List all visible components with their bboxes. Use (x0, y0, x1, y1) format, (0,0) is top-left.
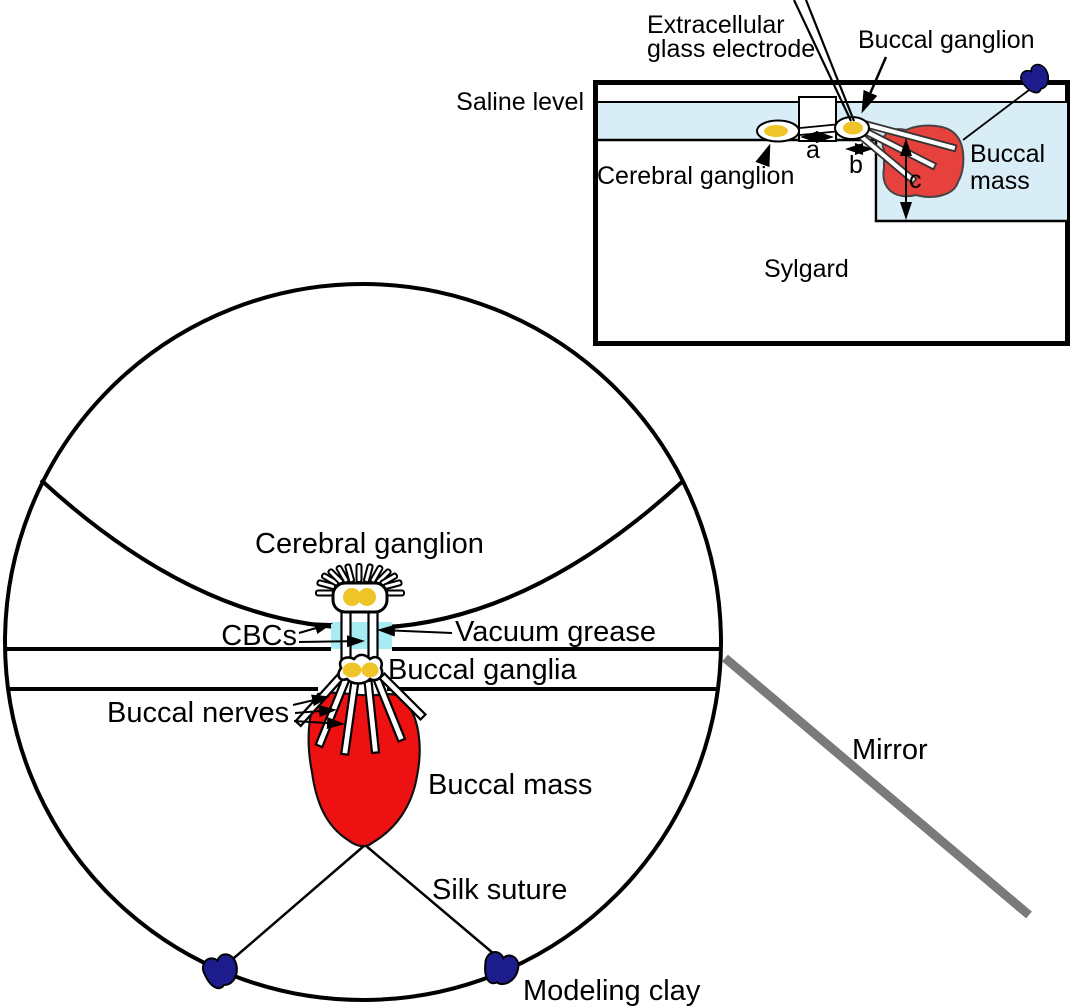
vacuum-grease-arrow (377, 624, 453, 637)
basin-step-outline (874, 140, 1067, 223)
buccal-ganglion-core (843, 121, 863, 135)
nerve-stub (315, 589, 335, 597)
buccal-ganglion-lobe (342, 662, 362, 678)
label-cerebral-ganglion-inset: Cerebral ganglion (597, 162, 794, 190)
cerebral-ganglion-lobe (343, 588, 361, 606)
label-electrode-line2: glass electrode (647, 35, 815, 63)
vacuum-grease-band (331, 622, 392, 649)
nerve-stub (385, 589, 405, 597)
label-saline-level: Saline level (456, 88, 584, 116)
silk-suture-left (226, 844, 366, 965)
label-silk-suture: Silk suture (432, 874, 567, 906)
cerebral-ganglion-core (764, 125, 788, 137)
buccal-mass-blob (307, 691, 421, 848)
cerebral-ganglion-label-arrow (755, 143, 771, 168)
label-buccal-nerves: Buccal nerves (107, 697, 289, 729)
cbc-line-upper (799, 123, 842, 129)
suture-line-inset (962, 86, 1034, 141)
modeling-clay-right (479, 948, 522, 990)
label-buccal-mass-dish: Buccal mass (428, 769, 592, 801)
label-cbcs: CBCs (221, 620, 297, 652)
buccal-nerves-arrow-1 (292, 694, 330, 707)
label-sylgard: Sylgard (764, 255, 849, 283)
glass-electrode-edge-left (793, 0, 852, 122)
label-buccal-mass-line1: Buccal (970, 140, 1045, 168)
label-buccal-mass-line2: mass (970, 167, 1030, 195)
buccal-nerves-arrow-2 (294, 705, 337, 718)
label-electrode-line1: Extracellular (647, 11, 785, 39)
glass-electrode-edge-right (804, 0, 856, 122)
label-modeling-clay: Modeling clay (523, 975, 701, 1006)
buccal-nerves-arrow-3 (293, 717, 345, 730)
label-dim-a: a (806, 136, 820, 164)
nerve-stub (355, 563, 363, 583)
label-cerebral-ganglion-dish: Cerebral ganglion (255, 528, 484, 560)
cbcs-arrow-lower (298, 635, 365, 648)
cerebral-ganglion-lobe (358, 588, 376, 606)
cbc-strip-right (367, 608, 379, 662)
cbcs-arrow-upper (298, 622, 333, 634)
dish-top-view: Cerebral ganglion CBCs Vacuum grease Buc… (3, 282, 1032, 1006)
silk-suture-right (364, 844, 501, 960)
mirror-bar (722, 654, 1032, 919)
cbc-strip-left (340, 608, 352, 662)
dish-rim-circle (3, 282, 723, 1002)
label-buccal-ganglion-inset: Buccal ganglion (858, 26, 1035, 54)
label-dim-c: c (909, 166, 922, 194)
label-vacuum-grease: Vacuum grease (455, 616, 656, 648)
label-buccal-ganglia: Buccal ganglia (388, 654, 577, 686)
buccal-ganglion-label-arrow (861, 56, 888, 114)
label-mirror: Mirror (852, 734, 928, 766)
label-dim-b: b (849, 151, 863, 179)
buccal-ganglion-lobe (361, 662, 379, 678)
chamber-side-view-inset: Extracellular glass electrode Buccal gan… (456, 0, 1070, 346)
